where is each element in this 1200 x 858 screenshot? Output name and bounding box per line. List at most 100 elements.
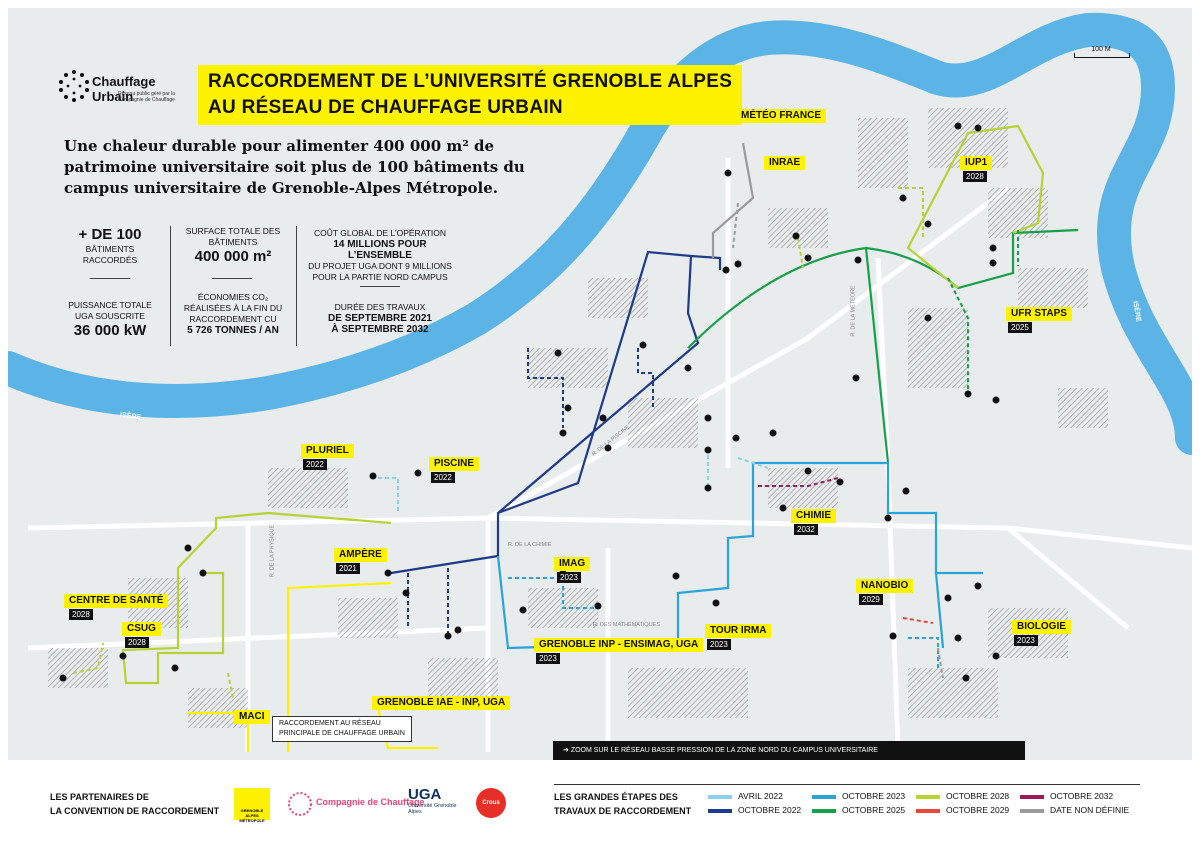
building-year-tour-irma: 2023 xyxy=(707,639,731,650)
legend-swatch xyxy=(812,795,836,799)
legend-divider xyxy=(554,784,1140,785)
stat-surface-value: 400 000 m² xyxy=(194,248,272,265)
building-label-imag[interactable]: IMAG xyxy=(554,557,591,571)
stat-buildings-label: BÂTIMENTS RACCORDÉS xyxy=(82,244,138,265)
partners-title: LES PARTENAIRES DE LA CONVENTION DE RACC… xyxy=(50,790,219,818)
stat-buildings: + DE 100 BÂTIMENTS RACCORDÉS xyxy=(60,226,160,266)
map-poster: Chauffage Urbain Réseau public géré par … xyxy=(8,8,1192,850)
legend-swatch xyxy=(916,795,940,799)
stat-power: PUISSANCE TOTALE UGA SOUSCRITE 36 000 kW xyxy=(60,300,160,340)
partners-title-line1: LES PARTENAIRES DE xyxy=(50,792,149,802)
scale-line xyxy=(1074,53,1130,58)
building-label-biologie[interactable]: BIOLOGIE xyxy=(1012,620,1071,634)
building-year-centre-de-sante: 2028 xyxy=(69,609,93,620)
gam-logo-text: GRENOBLE ALPES MÉTROPOLE xyxy=(239,808,265,823)
legend-swatch xyxy=(916,809,940,813)
stat-cost: COÛT GLOBAL DE L’OPÉRATION 14 MILLIONS P… xyxy=(300,228,460,283)
building-year-piscine: 2022 xyxy=(431,472,455,483)
river-isere xyxy=(8,12,1192,455)
building-label-chimie[interactable]: CHIMIE xyxy=(791,509,836,523)
uga-logo: UGA Université Grenoble Alpes xyxy=(408,786,468,820)
separator xyxy=(90,278,130,279)
logo-dots-icon xyxy=(59,70,89,102)
building-year-biologie: 2023 xyxy=(1014,635,1038,646)
cdc-dots-icon xyxy=(288,792,312,816)
stat-co2-label: ÉCONOMIES CO₂ RÉALISÉES À LA FIN DU RACC… xyxy=(183,292,283,324)
building-label-inrae[interactable]: INRAE xyxy=(764,156,806,170)
building-label-pluriel[interactable]: PLURIEL xyxy=(301,444,354,458)
stat-co2: ÉCONOMIES CO₂ RÉALISÉES À LA FIN DU RACC… xyxy=(178,292,288,336)
stat-co2-value: 5 726 TONNES / AN xyxy=(187,325,279,336)
legend-label: AVRIL 2022 xyxy=(738,791,783,801)
building-year-pluriel: 2022 xyxy=(303,459,327,470)
logo-name: Chauffage Urbain xyxy=(92,74,156,104)
legend-swatch xyxy=(1020,795,1044,799)
legend-swatch xyxy=(708,809,732,813)
uga-logo-text: UGA xyxy=(408,786,442,803)
scale-bar: 100 M xyxy=(1074,46,1130,58)
separator xyxy=(170,226,171,346)
stat-cost-line1: 14 MILLIONS POUR L’ENSEMBLE xyxy=(333,239,427,261)
stat-duration-line2: À SEPTEMBRE 2032 xyxy=(331,324,429,335)
footer: LES PARTENAIRES DE LA CONVENTION DE RACC… xyxy=(8,760,1192,850)
stat-surface: SURFACE TOTALE DES BÂTIMENTS 400 000 m² xyxy=(178,226,288,266)
street-label: R. DE LA MÉTÉORE xyxy=(850,285,857,337)
legend-label: OCTOBRE 2022 xyxy=(738,805,802,815)
legend-label: OCTOBRE 2023 xyxy=(842,791,906,801)
gam-logo: GRENOBLE ALPES MÉTROPOLE xyxy=(234,788,270,823)
building-year-nanobio: 2029 xyxy=(859,594,883,605)
legend-swatch xyxy=(1020,809,1044,813)
stat-duration-label: DURÉE DES TRAVAUX xyxy=(334,302,426,312)
separator xyxy=(296,226,297,346)
page-title: RACCORDEMENT DE L’UNIVERSITÉ GRENOBLE AL… xyxy=(198,65,743,125)
building-year-ufr-staps: 2025 xyxy=(1008,322,1032,333)
street-label: R. DE LA PHYSIQUE xyxy=(269,524,276,578)
network-october-2028 xyxy=(121,124,1045,685)
stat-duration: DURÉE DES TRAVAUX DE SEPTEMBRE 2021 À SE… xyxy=(300,302,460,335)
building-label-meteo-france[interactable]: MÉTÉO FRANCE xyxy=(736,109,826,123)
uga-logo-sub: Université Grenoble Alpes xyxy=(408,803,457,815)
legend-label: OCTOBRE 2032 xyxy=(1050,791,1114,801)
building-label-iup1[interactable]: IUP1 xyxy=(960,156,993,170)
building-label-csug[interactable]: CSUG xyxy=(122,622,161,636)
street-label: R. DES MATHÉMATIQUES xyxy=(593,622,661,628)
building-label-ampere[interactable]: AMPÈRE xyxy=(334,548,387,562)
building-label-maci[interactable]: MACI xyxy=(234,710,270,724)
compagnie-de-chauffage-logo: Compagnie de Chauffage xyxy=(286,788,425,820)
building-label-grenoble-iae[interactable]: GRENOBLE IAE - INP, UGA xyxy=(372,696,511,710)
building-year-iup1: 2028 xyxy=(963,171,987,182)
building-year-ampere: 2021 xyxy=(336,563,360,574)
building-label-piscine[interactable]: PISCINE xyxy=(429,457,480,471)
network-undefined-date xyxy=(711,142,755,258)
building-label-tour-irma[interactable]: TOUR IRMA xyxy=(705,624,772,638)
crous-logo-text: Crous xyxy=(482,800,500,806)
legend-label: DATE NON DÉFINIE xyxy=(1050,805,1130,815)
building-year-grenoble-inp-ensimag: 2023 xyxy=(536,653,560,664)
building-year-csug: 2028 xyxy=(125,637,149,648)
title-line-1: RACCORDEMENT DE L’UNIVERSITÉ GRENOBLE AL… xyxy=(208,71,733,92)
legend-swatch xyxy=(708,795,732,799)
legend-title-line2: TRAVAUX DE RACCORDEMENT xyxy=(554,806,692,816)
subtitle: Une chaleur durable pour alimenter 400 0… xyxy=(64,137,525,197)
legend-label: OCTOBRE 2029 xyxy=(946,805,1010,815)
stat-cost-label: COÛT GLOBAL DE L’OPÉRATION xyxy=(313,228,447,238)
stat-cost-line2: DU PROJET UGA DONT 9 MILLIONS xyxy=(308,261,452,271)
legend-label: OCTOBRE 2025 xyxy=(842,805,906,815)
network-note-line2: PRINCIPALE DE CHAUFFAGE URBAIN xyxy=(279,730,405,737)
building-label-ufr-staps[interactable]: UFR STAPS xyxy=(1006,307,1072,321)
campus-map xyxy=(8,8,1192,752)
logo-subtitle: Réseau public géré par la Compagnie de C… xyxy=(118,91,175,103)
building-label-nanobio[interactable]: NANOBIO xyxy=(856,579,914,593)
building-year-imag: 2023 xyxy=(557,572,581,583)
legend-title-line1: LES GRANDES ÉTAPES DES xyxy=(554,792,678,802)
chauffage-urbain-logo: Chauffage Urbain Réseau public géré par … xyxy=(56,64,186,114)
building-label-centre-de-sante[interactable]: CENTRE DE SANTÉ xyxy=(64,594,169,608)
building-year-chimie: 2032 xyxy=(794,524,818,535)
partners-title-line2: LA CONVENTION DE RACCORDEMENT xyxy=(50,806,220,816)
crous-logo: Crous xyxy=(476,788,506,818)
zoom-banner-text: ZOOM SUR LE RÉSEAU BASSE PRESSION DE LA … xyxy=(570,747,878,754)
building-label-grenoble-inp-ensimag[interactable]: GRENOBLE INP - ENSIMAG, UGA xyxy=(534,638,704,652)
street-label: R. DE LA CHIMIE xyxy=(508,542,552,548)
separator xyxy=(212,278,252,279)
title-line-2: AU RÉSEAU DE CHAUFFAGE URBAIN xyxy=(208,97,563,118)
